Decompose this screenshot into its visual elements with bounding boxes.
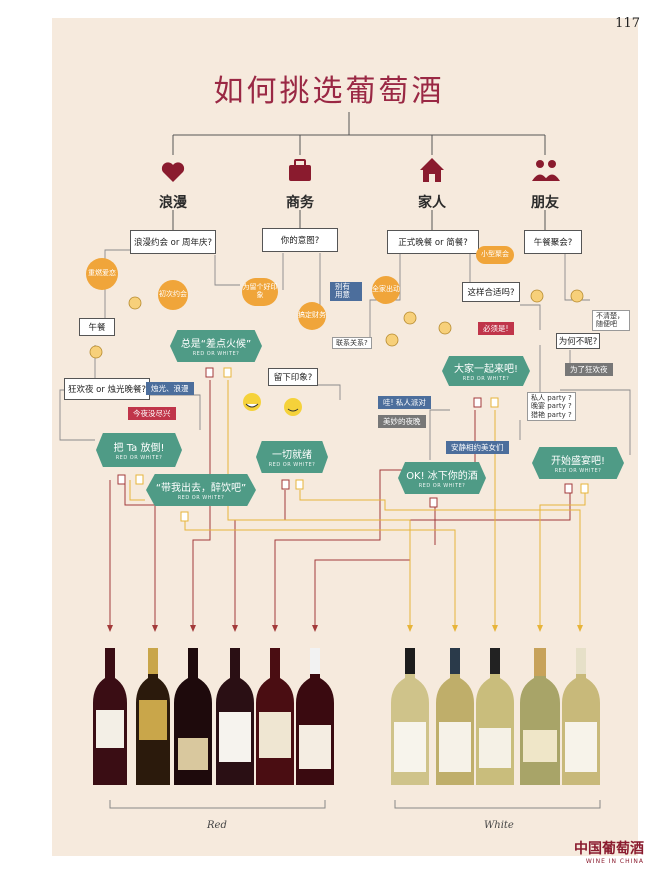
question-why-not: 为何不呢? <box>556 333 600 349</box>
red-bottle <box>174 648 212 785</box>
people-icon <box>532 160 560 181</box>
house-icon <box>420 158 444 182</box>
brand-logo: 中国葡萄酒 WINE IN CHINA <box>574 838 644 865</box>
wine-glass-icons <box>117 367 573 508</box>
circle-family-banquet: 全家出动 <box>372 276 400 304</box>
result-hex-everyone: 大家一起来吧!RED OR WHITE? <box>442 356 530 386</box>
category-business: 商务 <box>286 195 314 211</box>
tag-beautiful: 美妙的夜晚 <box>378 415 426 428</box>
laugh-emoji-icon <box>284 398 302 416</box>
tag-party-options: 私人 party ? 晚宴 party ? 猎艳 party ? <box>527 392 576 422</box>
page-number: 117 <box>615 16 640 31</box>
tag-wow: 哇! 私人派对 <box>378 396 431 409</box>
question-lunch: 午餐 <box>79 318 115 336</box>
red-bottle <box>136 648 170 785</box>
question-impression: 留下印象? <box>268 368 318 386</box>
logo-sub: WINE IN CHINA <box>585 858 644 865</box>
tag-relations: 联系关系? <box>332 337 372 350</box>
question-business: 你的意图? <box>262 228 338 252</box>
group-label-red: Red <box>207 820 227 831</box>
result-hex-take-me-out: “带我出去，醉饮吧”RED OR WHITE? <box>146 474 256 506</box>
white-bottle <box>436 648 474 785</box>
result-hex-knockout: 把 Ta 放倒!RED OR WHITE? <box>96 433 182 467</box>
logo-main: 中国葡萄酒 <box>574 841 644 857</box>
result-hex-almost: 总是“差点火候”RED OR WHITE? <box>170 330 262 362</box>
tag-for-party: 为了狂欢夜 <box>565 363 613 376</box>
question-family: 正式晚餐 or 简餐? <box>387 230 479 254</box>
circle-small-party: 小型聚会 <box>476 246 514 264</box>
circle-sign-deal: 搞定财务 <box>298 302 326 330</box>
white-bottle <box>562 648 600 785</box>
group-label-white: White <box>484 820 514 831</box>
briefcase-icon <box>289 159 311 181</box>
red-bottle <box>216 648 254 785</box>
heart-icon <box>161 162 185 182</box>
result-hex-feast: 开始盛宴吧!RED OR WHITE? <box>532 447 624 479</box>
circle-first-date: 初次约会 <box>158 280 188 310</box>
circle-rekindle: 重燃爱恋 <box>86 258 118 290</box>
question-romance: 浪漫约会 or 周年庆? <box>130 230 216 254</box>
red-bottle <box>296 648 334 785</box>
ok-hand-icon <box>89 289 584 359</box>
tag-has-intent: 别有用意 <box>330 282 362 301</box>
red-bottle <box>256 648 294 785</box>
page-title: 如何挑选葡萄酒 <box>213 74 445 109</box>
tag-not-sure: 不清楚，随便吧 <box>592 310 630 331</box>
category-friends: 朋友 <box>531 195 559 211</box>
tag-candle: 烛光、浪漫 <box>146 382 194 395</box>
question-friends: 午餐聚会? <box>524 230 582 254</box>
red-bottle <box>93 648 127 785</box>
tag-tonight: 今夜没尽兴 <box>128 407 176 420</box>
category-romance: 浪漫 <box>159 195 187 211</box>
question-wild: 狂欢夜 or 烛光晚餐? <box>64 378 150 400</box>
tag-quiet: 安静相约美女们 <box>446 441 509 454</box>
grin-emoji-icon <box>243 393 261 411</box>
white-bottle <box>520 648 560 785</box>
white-bottle <box>476 648 514 785</box>
white-bottle <box>391 648 429 785</box>
category-family: 家人 <box>418 195 446 211</box>
question-suitable: 这样合适吗? <box>462 282 520 302</box>
circle-first-impression: 为留个好印象 <box>242 278 278 306</box>
tag-must-be: 必须是! <box>478 322 514 335</box>
